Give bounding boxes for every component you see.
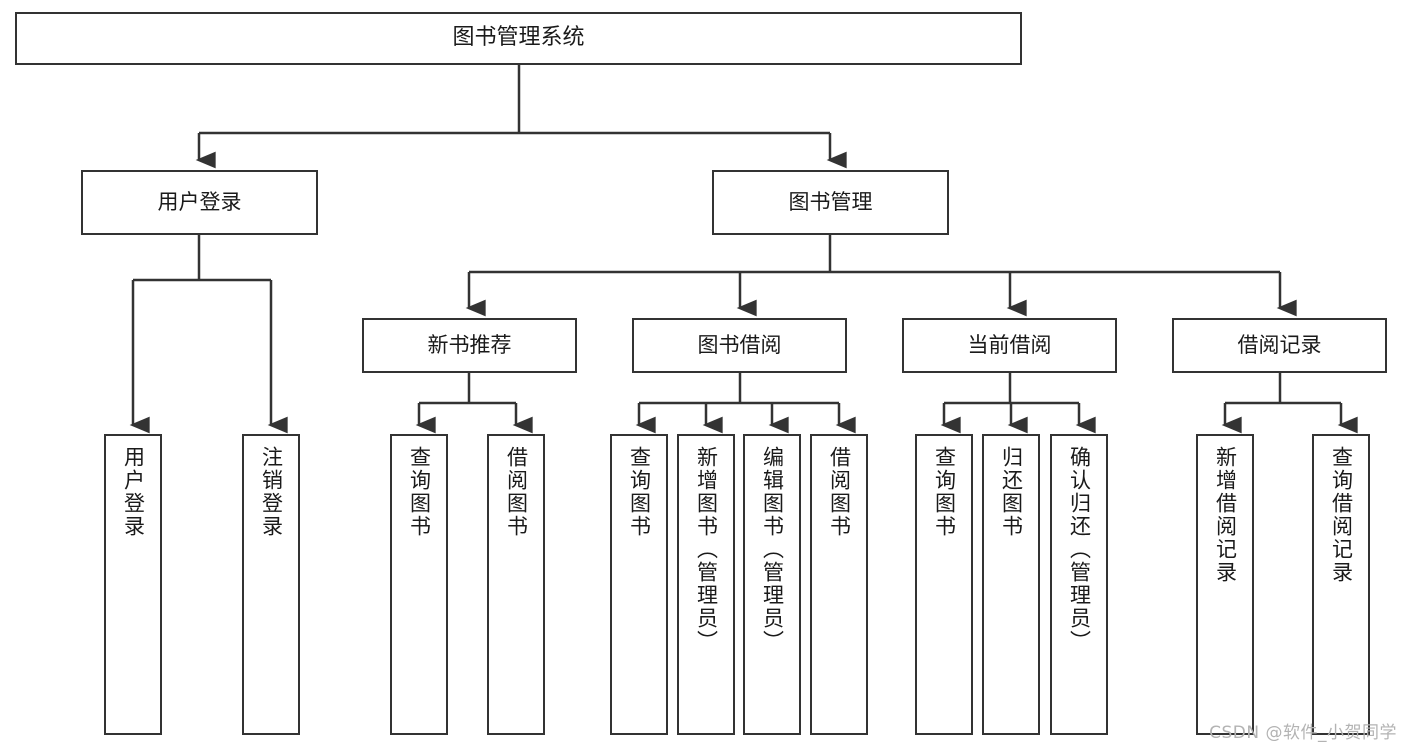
node-label: 查询借阅记录 xyxy=(1329,446,1354,584)
node-new-book-recommend[interactable]: 新书推荐 xyxy=(362,318,577,373)
node-leaf-record-add-borrow-record[interactable]: 新增借阅记录 xyxy=(1196,434,1254,735)
node-leaf-current-query-book[interactable]: 查询图书 xyxy=(915,434,973,735)
node-leaf-recommend-query-book[interactable]: 查询图书 xyxy=(390,434,448,735)
node-leaf-borrow-edit-book-admin[interactable]: 编辑图书（管理员） xyxy=(743,434,801,735)
node-leaf-borrow-add-book-admin[interactable]: 新增图书（管理员） xyxy=(677,434,735,735)
node-label: 注销登录 xyxy=(259,446,284,538)
node-label: 查询图书 xyxy=(627,446,652,538)
node-current-borrow[interactable]: 当前借阅 xyxy=(902,318,1117,373)
node-label: 查询图书 xyxy=(932,446,957,538)
node-root-book-management-system[interactable]: 图书管理系统 xyxy=(15,12,1022,65)
node-label: 确认归还（管理员） xyxy=(1067,446,1092,653)
watermark: CSDN @软件_小贺同学 xyxy=(1209,723,1397,743)
node-book-borrow[interactable]: 图书借阅 xyxy=(632,318,847,373)
node-label: 查询图书 xyxy=(407,446,432,538)
node-leaf-recommend-borrow-book[interactable]: 借阅图书 xyxy=(487,434,545,735)
node-user-login[interactable]: 用户登录 xyxy=(81,170,318,235)
node-label: 新书推荐 xyxy=(427,332,512,357)
node-label: 新增借阅记录 xyxy=(1213,446,1238,584)
node-label: 当前借阅 xyxy=(967,332,1052,357)
node-leaf-current-confirm-return-admin[interactable]: 确认归还（管理员） xyxy=(1050,434,1108,735)
node-leaf-user-login[interactable]: 用户登录 xyxy=(104,434,162,735)
node-label: 图书借阅 xyxy=(697,332,782,357)
node-leaf-logout[interactable]: 注销登录 xyxy=(242,434,300,735)
node-label: 借阅记录 xyxy=(1237,332,1322,357)
node-leaf-record-query-borrow-record[interactable]: 查询借阅记录 xyxy=(1312,434,1370,735)
node-book-management[interactable]: 图书管理 xyxy=(712,170,949,235)
node-label: 归还图书 xyxy=(999,446,1024,538)
node-borrow-record[interactable]: 借阅记录 xyxy=(1172,318,1387,373)
node-label: 用户登录 xyxy=(157,189,242,214)
node-leaf-borrow-query-book[interactable]: 查询图书 xyxy=(610,434,668,735)
node-label: 借阅图书 xyxy=(827,446,852,538)
node-label: 借阅图书 xyxy=(504,446,529,538)
node-label: 新增图书（管理员） xyxy=(694,446,719,653)
node-label: 编辑图书（管理员） xyxy=(760,446,785,653)
node-label: 图书管理 xyxy=(788,189,873,214)
node-label: 用户登录 xyxy=(121,446,146,538)
node-leaf-current-return-book[interactable]: 归还图书 xyxy=(982,434,1040,735)
node-leaf-borrow-borrow-book[interactable]: 借阅图书 xyxy=(810,434,868,735)
node-label: 图书管理系统 xyxy=(452,25,585,51)
